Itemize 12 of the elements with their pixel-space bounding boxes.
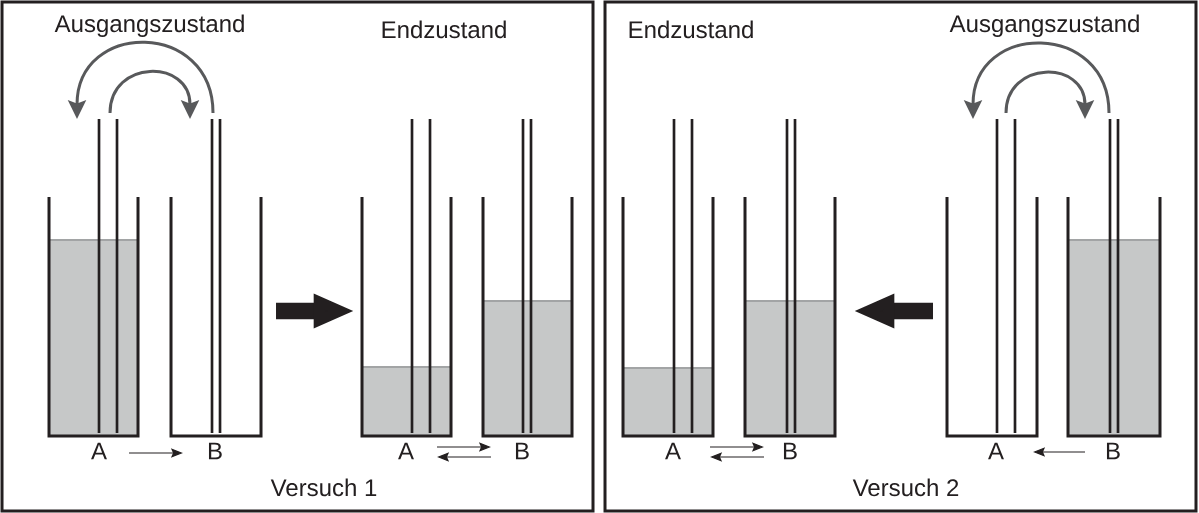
state-heading: Ausgangszustand <box>54 14 244 37</box>
beaker-label: B <box>515 442 529 460</box>
beaker-label: A <box>91 442 107 460</box>
beaker-label: A <box>665 442 681 460</box>
beaker-label: A <box>398 442 414 460</box>
beaker-label: B <box>783 442 797 460</box>
state-heading: Ausgangszustand <box>949 14 1139 37</box>
beaker-label: B <box>208 442 222 460</box>
beaker-label: B <box>1106 442 1120 460</box>
beaker-label: A <box>988 442 1004 460</box>
state-heading: Endzustand <box>629 20 753 39</box>
state-heading: Endzustand <box>382 20 506 39</box>
